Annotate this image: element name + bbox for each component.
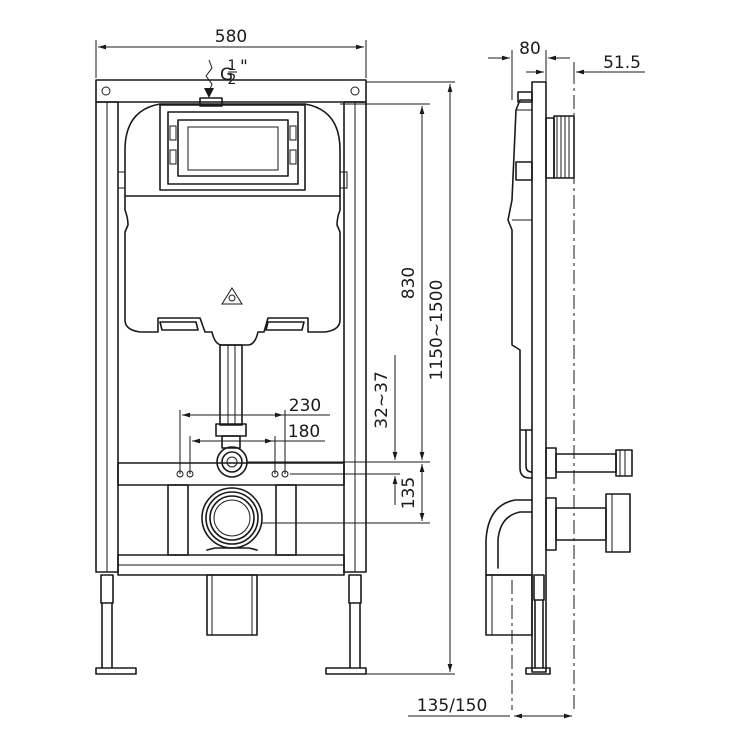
- side-cistern: [507, 99, 533, 431]
- dim-frame-height: 1150~1500: [427, 84, 453, 672]
- svg-text:1150~1500: 1150~1500: [427, 280, 447, 381]
- svg-text:51.5: 51.5: [603, 53, 641, 73]
- side-drain-elbow: [485, 499, 533, 636]
- dim-stud-range: 32~37: [372, 355, 398, 505]
- dim-outer-spacing: 230: [179, 396, 330, 474]
- svg-text:1: 1: [228, 58, 237, 74]
- flush-pipe: [215, 344, 247, 449]
- svg-text:80: 80: [519, 39, 541, 59]
- side-view: 80 51.5 135/150: [408, 39, 645, 719]
- dim-cistern-height: 830: [399, 106, 425, 460]
- dim-drain-projection: 135/150: [408, 696, 572, 719]
- frame-posts: [95, 101, 367, 573]
- top-rail: [95, 79, 367, 103]
- dim-inner-spacing: 180: [189, 422, 325, 474]
- svg-text:G: G: [220, 65, 233, 85]
- svg-text:135: 135: [399, 477, 419, 509]
- svg-text:": ": [240, 57, 248, 77]
- adjustable-legs: [95, 574, 367, 675]
- dim-depth: 80: [488, 39, 570, 100]
- side-inlet-fitting: [545, 115, 575, 179]
- water-inlet-label: G 1 2 ": [220, 57, 248, 88]
- side-drain-connector: [545, 493, 631, 553]
- drain-bracket: [117, 484, 345, 636]
- svg-text:180: 180: [288, 422, 320, 442]
- dim-frame-width: 580: [95, 27, 367, 78]
- svg-text:135/150: 135/150: [417, 696, 488, 716]
- cistern: [117, 97, 348, 346]
- side-post: [531, 81, 547, 673]
- dim-pipe-offset: 51.5: [526, 53, 645, 78]
- svg-text:230: 230: [289, 396, 321, 416]
- front-view: G 1 2 " 580 230 180: [95, 27, 455, 675]
- svg-text:580: 580: [215, 27, 247, 47]
- cross-bar: [117, 446, 345, 486]
- water-inlet-arrow: [204, 59, 214, 98]
- dim-drain-height: 135: [399, 464, 425, 521]
- svg-text:32~37: 32~37: [372, 371, 392, 429]
- svg-text:830: 830: [399, 267, 419, 299]
- svg-text:2: 2: [228, 72, 237, 88]
- side-flush-connector: [545, 447, 633, 479]
